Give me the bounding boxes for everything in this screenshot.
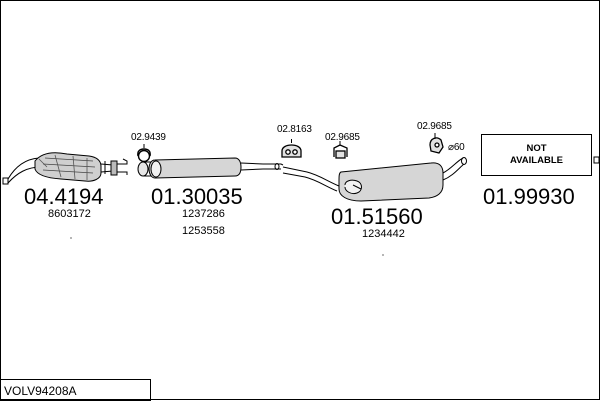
dot-marker	[382, 254, 384, 256]
part-number-front-pipe: 04.4194	[24, 184, 104, 209]
oem-number: 1253558	[182, 225, 225, 237]
not-available-line-2: AVAILABLE	[510, 155, 563, 166]
accessory-number-hanger: 02.8163	[277, 124, 312, 135]
hanger-bracket-icon	[333, 141, 348, 159]
pipe-end-right	[593, 156, 600, 164]
oem-number: 1237286	[182, 208, 225, 220]
exhaust-bracket-icon	[429, 133, 444, 154]
rear-silencer	[338, 162, 444, 202]
not-available-line-1: NOT	[526, 143, 547, 154]
pipe-flange-front	[110, 160, 118, 176]
kit-code-label: VOLV94208A	[0, 379, 151, 401]
rubber-hanger-icon	[281, 139, 302, 158]
accessory-number-bracket: 02.9685	[417, 121, 452, 132]
pipe-diameter-label: ⌀60	[448, 142, 465, 153]
catalytic-converter	[34, 152, 102, 182]
accessory-number-hanger: 02.9685	[325, 132, 360, 143]
oem-number: 8603172	[48, 208, 91, 220]
pipe-end-left	[2, 177, 9, 185]
tail-pipe	[442, 157, 465, 181]
intermediate-pipe	[282, 166, 340, 192]
not-available-box: NOT AVAILABLE	[481, 134, 592, 176]
oem-number: 1234442	[362, 228, 405, 240]
dot-marker	[70, 237, 72, 239]
part-number-rear-silencer: 01.51560	[331, 204, 423, 229]
accessory-number-clamp: 02.9439	[131, 132, 166, 143]
middle-silencer	[148, 157, 242, 179]
pipe-joint	[117, 158, 128, 175]
part-number-tail-section: 01.99930	[483, 184, 575, 209]
part-number-middle-silencer: 01.30035	[151, 184, 243, 209]
clamp-icon	[137, 144, 151, 163]
